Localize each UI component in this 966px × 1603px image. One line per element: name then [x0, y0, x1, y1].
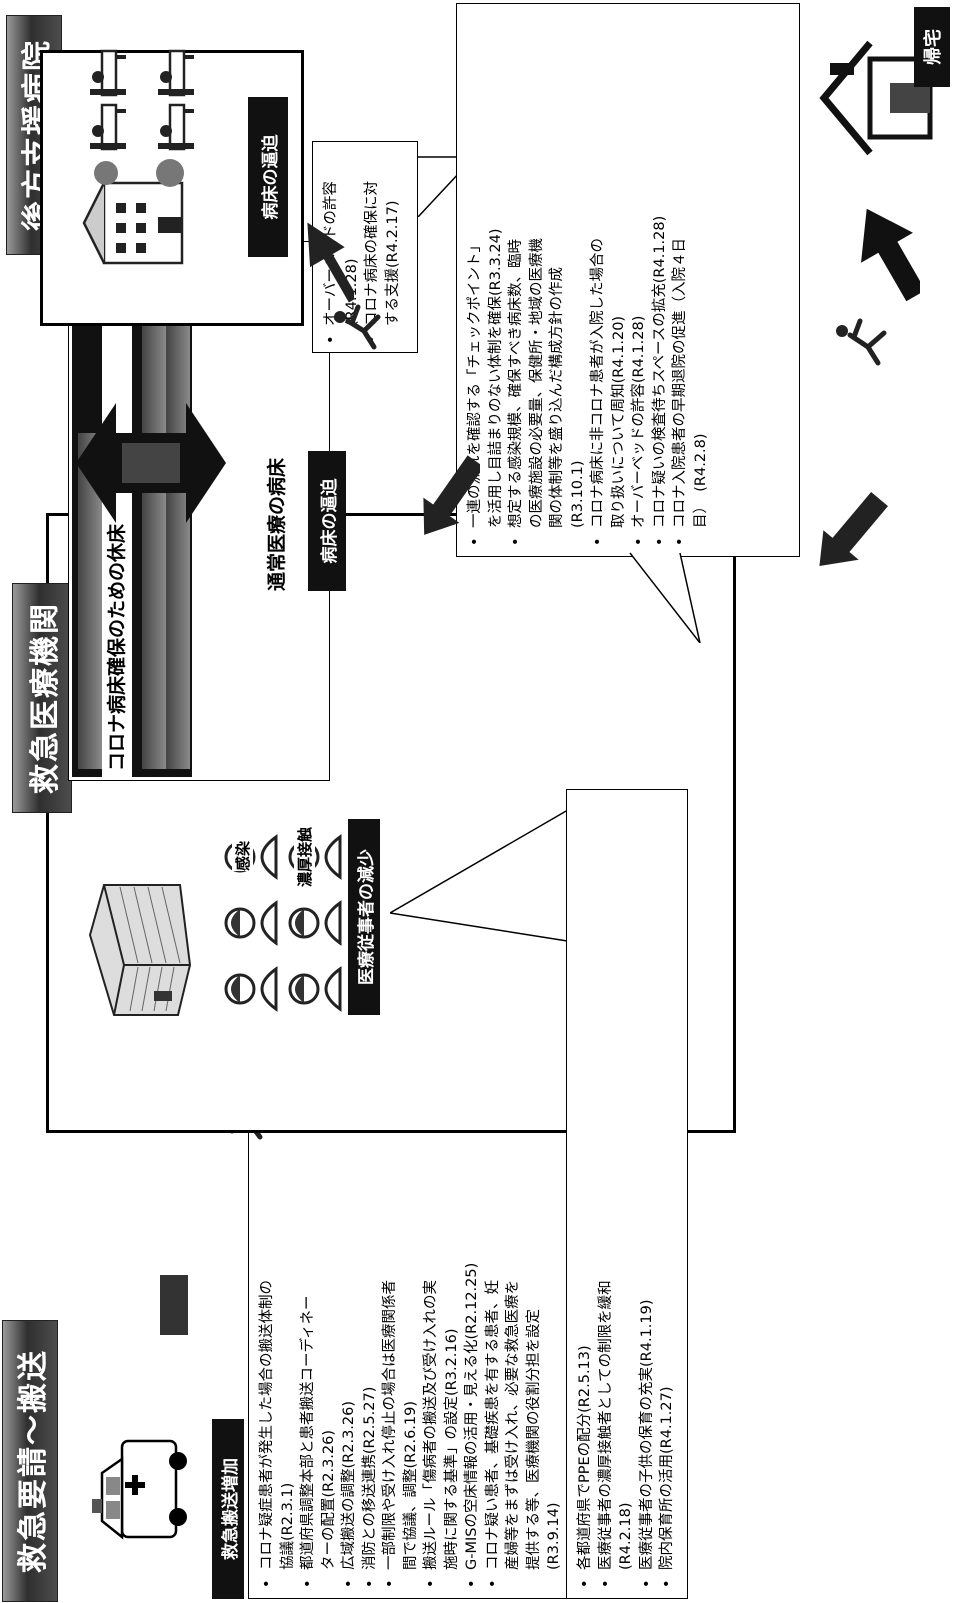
- normal-beds-label: 通常医療の病床: [266, 457, 288, 591]
- measure-line: コロナ疑症患者が発生した場合の搬送体制の: [257, 1086, 278, 1592]
- measure-line: (R3.10.1): [569, 460, 586, 528]
- arrow-icon: [423, 455, 480, 535]
- transport-title: 救急要請～搬送: [2, 1320, 58, 1602]
- measure-line: 搬送ルール「傷病者の搬送及び受け入れの実: [421, 1086, 442, 1592]
- home-label: 帰宅: [914, 7, 950, 87]
- measure-line: 協議(R2.3.1): [279, 1482, 296, 1570]
- staff-measures-list: 各都道府県でPPEの配分(R2.5.13)医療従事者の濃厚接触者としての制限を緩…: [575, 796, 678, 1592]
- measure-line: オーバーベッドの許容(R4.1.28): [629, 10, 650, 550]
- arrow-icon: [307, 222, 354, 303]
- measure-line: コロナ病床に非コロナ患者が入院した場合の: [588, 10, 609, 550]
- bed-pressure-label-hospital: 病床の逼迫: [308, 451, 346, 591]
- hospital-bed-icon: [90, 49, 126, 97]
- measure-line: ターの配置(R2.3.26): [320, 1429, 337, 1570]
- measure-line: を活用し目詰まりのない体制を確保(R3.3.24): [487, 228, 504, 528]
- bed-pressure-label-backup: 病床の逼迫: [248, 97, 288, 257]
- ambulance-icon: [92, 1439, 187, 1540]
- measure-line: 産婦等をまずは受け入れ、必要な救急医療を: [505, 1279, 521, 1570]
- measure-line: 消防との移送連携(R2.5.27): [360, 1086, 381, 1592]
- measure-line: 施時に関する基準」の設定(R3.2.16): [443, 1328, 460, 1570]
- hospital-bed-icon: [158, 49, 194, 97]
- runner-icon: [836, 318, 887, 366]
- measure-line: 想定する感染規模、確保すべき病床数、臨時: [506, 10, 527, 550]
- arrow-icon: [861, 208, 920, 302]
- measure-line: 医療従事者の子供の保育の充実(R4.1.19): [637, 796, 658, 1592]
- two-way-arrow-icon: [76, 403, 226, 523]
- measure-line: 院内保育所の活用(R4.1.27): [657, 796, 678, 1592]
- hospital-building-icon: [82, 159, 184, 265]
- measure-line: (R4.2.18): [618, 1502, 634, 1570]
- callout-pointer: [629, 552, 701, 643]
- measure-line: 目） (R4.2.8): [692, 433, 709, 528]
- close-contact-label: 濃厚接触: [294, 826, 315, 887]
- transport-increase-label: 救急搬送増加: [212, 1419, 244, 1599]
- measure-line: 医療従事者の濃厚接触者としての制限を緩和: [596, 796, 617, 1592]
- measure-line: 一部制限や受け入れ停止の場合は医療関係者: [380, 1086, 401, 1592]
- measure-line: 都道府県調整本部と患者搬送コーディネー: [298, 1086, 319, 1592]
- doctor-icon: [224, 900, 278, 946]
- arrow-icon: [819, 491, 888, 567]
- arrow-icon: [160, 1275, 188, 1335]
- infection-label: 感染: [232, 840, 253, 871]
- measure-line: コロナ疑い患者、基礎疾患を有する患者、妊: [483, 1086, 504, 1592]
- runner-icon: [334, 304, 381, 350]
- hospital-bed-icon: [90, 103, 126, 151]
- measure-line: 間で協議、調整(R2.6.19): [402, 1400, 419, 1570]
- callout-pointer: [390, 802, 581, 944]
- staff-decrease-label: 医療従事者の減少: [348, 819, 380, 1015]
- measure-line: G-MISの空床情報の活用・見える化(R2.12.25): [462, 1086, 483, 1592]
- doctor-icon: [288, 900, 342, 946]
- emergency-hospital-title: 救急医療機関: [12, 583, 72, 813]
- measure-line: (R3.9.14): [546, 1502, 562, 1570]
- hospital-bed-icon: [158, 103, 194, 151]
- measure-line: コロナ入院患者の早期退院の促進（入院４日: [670, 10, 691, 550]
- measure-line: 提供する等、医療機関の役割分担を設定: [525, 1309, 542, 1570]
- flow-measures-list: 一連の流れを確認する「チェックポイント」を活用し目詰まりのない体制を確保(R3.…: [465, 10, 711, 550]
- measure-line: 関の体制等を盛り込んだ構成方針の作成: [549, 267, 565, 528]
- doctor-icon: [288, 966, 342, 1012]
- measure-line: 各都道府県でPPEの配分(R2.5.13): [575, 796, 596, 1592]
- measure-line: 広域搬送の調整(R2.3.26): [339, 1086, 360, 1592]
- staff-measures-box: 各都道府県でPPEの配分(R2.5.13)医療従事者の濃厚接触者としての制限を緩…: [566, 789, 688, 1599]
- hospital-building-icon: [88, 884, 192, 1016]
- measure-line: コロナ疑いの検査待ちスペースの拡充(R4.1.28): [650, 10, 671, 550]
- doctor-icon: [224, 966, 278, 1012]
- measure-line: 取り扱いについて周知(R4.1.20): [610, 315, 627, 528]
- flow-measures-box: 一連の流れを確認する「チェックポイント」を活用し目詰まりのない体制を確保(R3.…: [456, 3, 800, 557]
- measure-line: の医療施設の必要量、保健所・地域の医療機: [528, 238, 545, 528]
